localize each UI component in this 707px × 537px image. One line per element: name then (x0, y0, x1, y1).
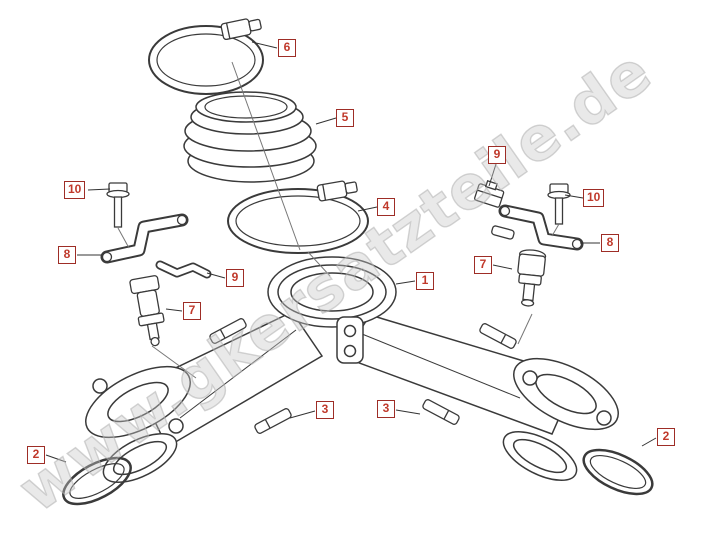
stud-bolt-right-lower (422, 399, 460, 425)
bracket-right-hole-b (499, 205, 511, 217)
callout-leader-lines (45, 41, 657, 463)
leader-10-left (87, 188, 111, 191)
manifold-left-flange (85, 365, 191, 439)
callout-retaining-clip-left: 9 (226, 269, 244, 287)
manifold-right-arm-contour (361, 333, 521, 399)
flange-bolt-right-drawing (547, 183, 571, 225)
leader-5 (315, 117, 337, 125)
hose-clamp-lower-drawing (227, 180, 369, 254)
bracket-right-hose-stub (491, 225, 515, 240)
manifold-right-port (502, 431, 578, 481)
bracket-right-hole-a (571, 238, 583, 250)
manifold-boss-hole-b (343, 344, 357, 358)
leader-7-left (165, 308, 183, 312)
leader-9-left (206, 272, 226, 279)
manifold-left-port (102, 433, 178, 483)
fuel-injector-right-drawing (517, 249, 547, 307)
manifold-left-flange-hole-a (92, 378, 108, 394)
leader-3-right (395, 409, 421, 415)
intake-manifold-body-drawing (85, 256, 619, 483)
bracket-left-drawing (100, 213, 189, 264)
fuel-injector-left-drawing (129, 275, 165, 347)
callout-o-ring-seal-left: 2 (27, 446, 45, 464)
rubber-intake-boot-drawing (183, 91, 317, 183)
bracket-left-hole-a (101, 251, 113, 263)
stud-bolt-left-upper (209, 318, 247, 344)
leader-6 (251, 41, 278, 49)
manifold-center-bore (290, 272, 374, 312)
callout-hose-clamp-upper: 6 (278, 39, 296, 57)
clamp-upper-screw (220, 18, 262, 41)
stud-bolt-right-upper (479, 323, 517, 349)
bracket-right-drawing (491, 204, 584, 251)
retaining-clip-left-drawing (155, 260, 212, 279)
retaining-clip-right-drawing (474, 180, 505, 208)
callout-stud-bolt-left: 3 (316, 401, 334, 419)
manifold-right-flange-hole-b (596, 410, 612, 426)
callout-intake-manifold-body: 1 (416, 272, 434, 290)
callout-bracket-left: 8 (58, 246, 76, 264)
leader-2-right (641, 437, 657, 447)
hose-clamp-upper-drawing (148, 18, 264, 95)
exploded-axis-lines (117, 61, 560, 379)
callout-fuel-injector-right: 7 (474, 256, 492, 274)
flange-bolt-left-drawing (106, 182, 130, 228)
leader-10-right (564, 194, 584, 199)
callout-retaining-clip-right: 9 (488, 146, 506, 164)
leader-7-right (492, 264, 513, 270)
leader-4 (357, 206, 378, 212)
callout-fuel-injector-left: 7 (183, 302, 201, 320)
manifold-right-flange-hole-a (522, 370, 538, 386)
stud-bolt-left-lower (254, 408, 292, 434)
callout-bracket-right: 8 (601, 234, 619, 252)
o-ring-seal-right-drawing (582, 448, 654, 496)
manifold-left-flange-hole-b (168, 418, 184, 434)
bracket-left-hole-b (176, 214, 188, 226)
leader-2-left (45, 454, 67, 463)
manifold-left-arm-contour (179, 329, 297, 419)
manifold-boss-hole-a (343, 324, 357, 338)
manifold-center-boss (336, 316, 364, 364)
callout-hose-clamp-lower: 4 (377, 198, 395, 216)
leader-1 (395, 280, 416, 285)
leader-3-left (289, 410, 316, 419)
callout-flange-bolt-left: 10 (64, 181, 86, 199)
callout-stud-bolt-right: 3 (377, 400, 395, 418)
manifold-right-flange (513, 357, 619, 431)
callout-o-ring-seal-right: 2 (657, 428, 675, 446)
clamp-lower-screw (316, 180, 358, 202)
o-ring-seal-left-drawing (62, 456, 132, 506)
callout-flange-bolt-right: 10 (583, 189, 605, 207)
leader-9-right (488, 163, 497, 187)
callout-rubber-intake-boot: 5 (336, 109, 354, 127)
